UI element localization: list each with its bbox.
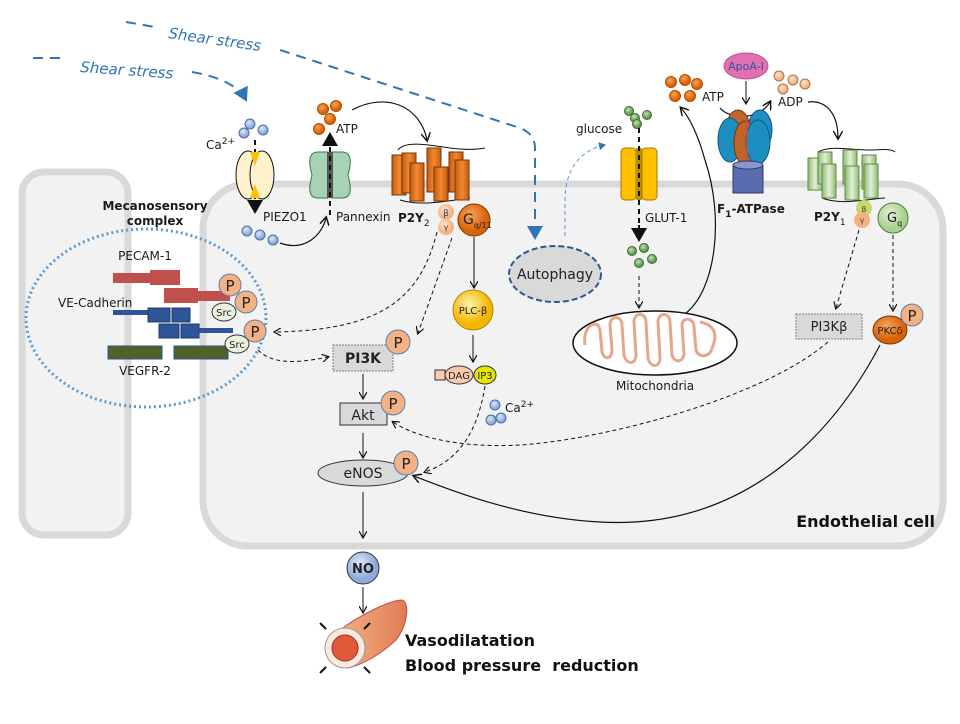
shear-stress-arrow-1: Shear stress: [33, 57, 248, 102]
f1-atpase: [717, 109, 773, 194]
atp-molecules-left: [313, 100, 342, 135]
phospho-pkc: P: [900, 303, 924, 327]
svg-text:γ: γ: [444, 223, 449, 232]
src-2: Src: [224, 334, 250, 354]
mitochondria: [572, 310, 738, 376]
glucose-molecules-inside: [627, 243, 657, 268]
svg-text:P: P: [388, 395, 397, 413]
pecam1-label: PECAM-1: [118, 249, 172, 263]
pecam1-protein: [113, 270, 230, 303]
f1-atpase-label: F1-ATPase: [717, 202, 785, 220]
blood-vessel-icon: [319, 599, 408, 674]
calcium-ions-top: [238, 118, 269, 139]
g-gamma-subunit: [438, 219, 454, 235]
phospho-src-1: P: [234, 290, 258, 314]
svg-text:NO: NO: [352, 562, 374, 577]
pkc-delta: PKCδ: [872, 315, 908, 345]
endothelial-cell-label: Endothelial cell: [796, 512, 935, 531]
phospho-src-2: P: [243, 319, 267, 343]
shear-stress-label-1: Shear stress: [80, 58, 174, 82]
svg-text:PI3K: PI3K: [345, 351, 382, 367]
p2y2-label: P2Y2: [398, 211, 430, 229]
src-1: Src: [211, 302, 237, 322]
glucose-label: glucose: [576, 122, 622, 136]
adp-molecules: [773, 70, 811, 95]
svg-text:Akt: Akt: [351, 408, 375, 424]
mitochondria-label: Mitochondria: [616, 379, 694, 393]
svg-text:P: P: [250, 323, 259, 341]
pannexin-label: Pannexin: [336, 210, 390, 224]
p2y1-receptor: [807, 147, 896, 203]
phospho-akt: P: [380, 390, 406, 416]
svg-text:DAG: DAG: [448, 371, 470, 382]
pi3k-node: PI3K: [332, 344, 394, 372]
svg-text:ApoA-I: ApoA-I: [728, 60, 764, 73]
ip3: IP3: [473, 365, 497, 385]
atp-label-right: ATP: [702, 90, 724, 104]
phospho-pecam: P: [218, 273, 242, 297]
glut1-label: GLUT-1: [645, 211, 687, 225]
atp-molecules-right: [665, 74, 703, 102]
apoa1: ApoA-I: [723, 52, 769, 80]
dag: DAG: [434, 365, 474, 385]
atp-label-left: ATP: [336, 122, 358, 136]
svg-text:PKCδ: PKCδ: [877, 326, 902, 337]
pi3k-beta-node: PI3Kβ: [795, 313, 863, 340]
svg-text:P: P: [907, 307, 916, 325]
adp-label: ADP: [778, 95, 803, 109]
svg-text:β: β: [861, 205, 866, 214]
p2y1-label: P2Y1: [814, 210, 846, 228]
svg-text:P: P: [401, 455, 410, 473]
ve-cadherin-protein: [113, 307, 233, 339]
g-beta-subunit: [438, 204, 454, 220]
shear-stress-label-2: Shear stress: [167, 24, 262, 55]
g-beta-subunit-p2y1: [856, 200, 872, 216]
svg-text:Gq/11: Gq/11: [463, 212, 492, 230]
vegfr2-protein: [107, 345, 229, 360]
mecanosensory-title: Mecanosensory: [102, 199, 207, 213]
svg-text:IP3: IP3: [477, 371, 492, 382]
ca-label-cytosol: Ca2+: [505, 400, 534, 415]
svg-text:PI3Kβ: PI3Kβ: [811, 320, 848, 335]
autophagy-node: Autophagy: [508, 245, 602, 303]
nitric-oxide: NO: [346, 551, 380, 585]
enos-node: eNOS: [317, 459, 409, 487]
svg-text:γ: γ: [860, 216, 865, 225]
svg-text:PLC-β: PLC-β: [459, 306, 488, 317]
svg-text:Src: Src: [216, 308, 232, 319]
ve-cadherin-label: VE-Cadherin: [58, 296, 132, 310]
svg-text:Src: Src: [229, 340, 245, 351]
gq-protein: [877, 202, 909, 234]
gq11-protein: [457, 203, 491, 237]
svg-text:P: P: [241, 294, 250, 312]
svg-text:P: P: [225, 277, 234, 295]
phospho-pi3k: P: [385, 329, 411, 355]
svg-text:Autophagy: Autophagy: [517, 267, 593, 283]
mecanosensory-title-2: complex: [127, 214, 184, 228]
glucose-molecules-outside: [624, 106, 652, 129]
calcium-ions-cytosol: [485, 399, 507, 426]
p2y2-receptor: [391, 143, 486, 204]
g-gamma-subunit-p2y1: [854, 212, 870, 228]
svg-text:P: P: [393, 334, 402, 352]
svg-text:Gq: Gq: [887, 211, 902, 228]
mecanosensory-complex-boundary: [24, 227, 268, 409]
phospho-enos: P: [393, 450, 419, 476]
ca-label-top: Ca2+: [206, 137, 235, 152]
svg-text:β: β: [443, 209, 449, 219]
vegfr2-label: VEGFR-2: [119, 364, 171, 378]
calcium-ions-bottom: [241, 225, 279, 246]
plc-beta: PLC-β: [452, 289, 494, 331]
outcome-vasodilatation: Vasodilatation: [405, 631, 535, 650]
svg-text:eNOS: eNOS: [344, 466, 383, 482]
akt-node: Akt: [339, 402, 388, 426]
piezo1-label: PIEZO1: [263, 210, 307, 224]
endothelial-cell: [199, 180, 947, 550]
piezo1-channel: [235, 150, 275, 200]
outcome-blood-pressure: Blood pressure reduction: [405, 656, 639, 675]
